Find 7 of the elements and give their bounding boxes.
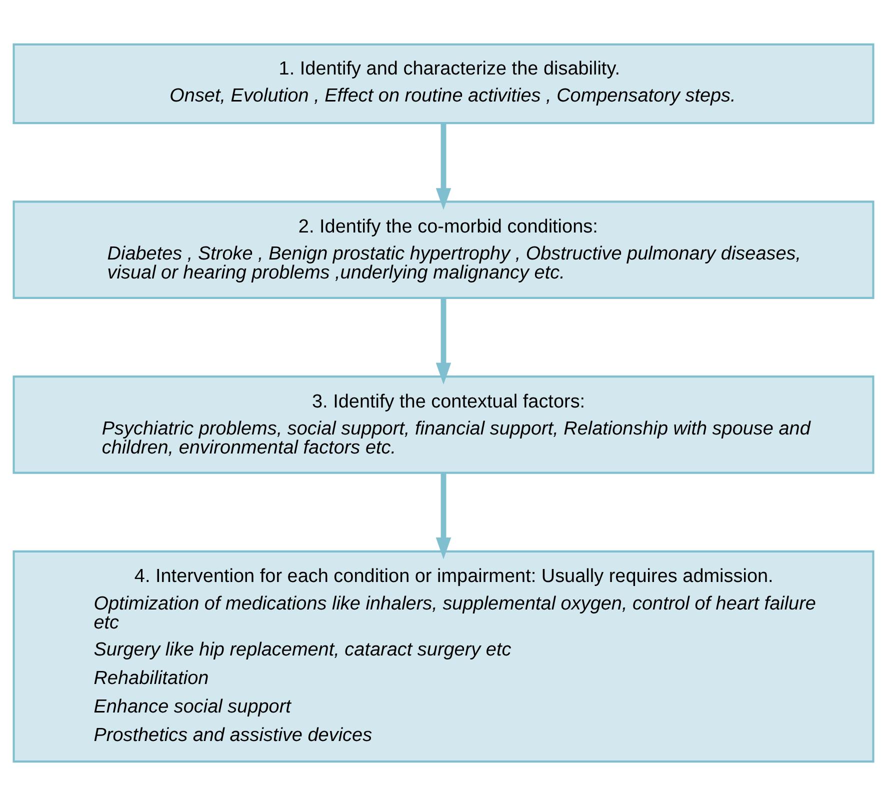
node-box: 1. Identify and characterize the disability. Onset, Evolution , Effect on routine activities , Compensatory steps. (12, 43, 874, 124)
node-box: 2. Identify the co-morbid conditions: Diabetes , Stroke , Benign prostatic hypertrophy , Obstructive pulmonary diseases, visual or hearing problems ,underlying malignancy etc. (12, 200, 874, 299)
arrow (436, 472, 452, 560)
arrow (436, 123, 452, 210)
arrow (436, 298, 452, 385)
node-box: 3. Identify the contextual factors: Psychiatric problems, social support, financial support, Relationship with spouse and children, environmental factors etc. (12, 376, 874, 474)
node-box: 4. Intervention for each condition or impairment: Usually requires admission. Optimization of medications like inhalers, supplemental oxygen, control of heart failure etc Surgery like hip replacement, cataract surgery etc Rehabilitation Enhance social support Prosthetics and assistive devices (12, 550, 874, 763)
